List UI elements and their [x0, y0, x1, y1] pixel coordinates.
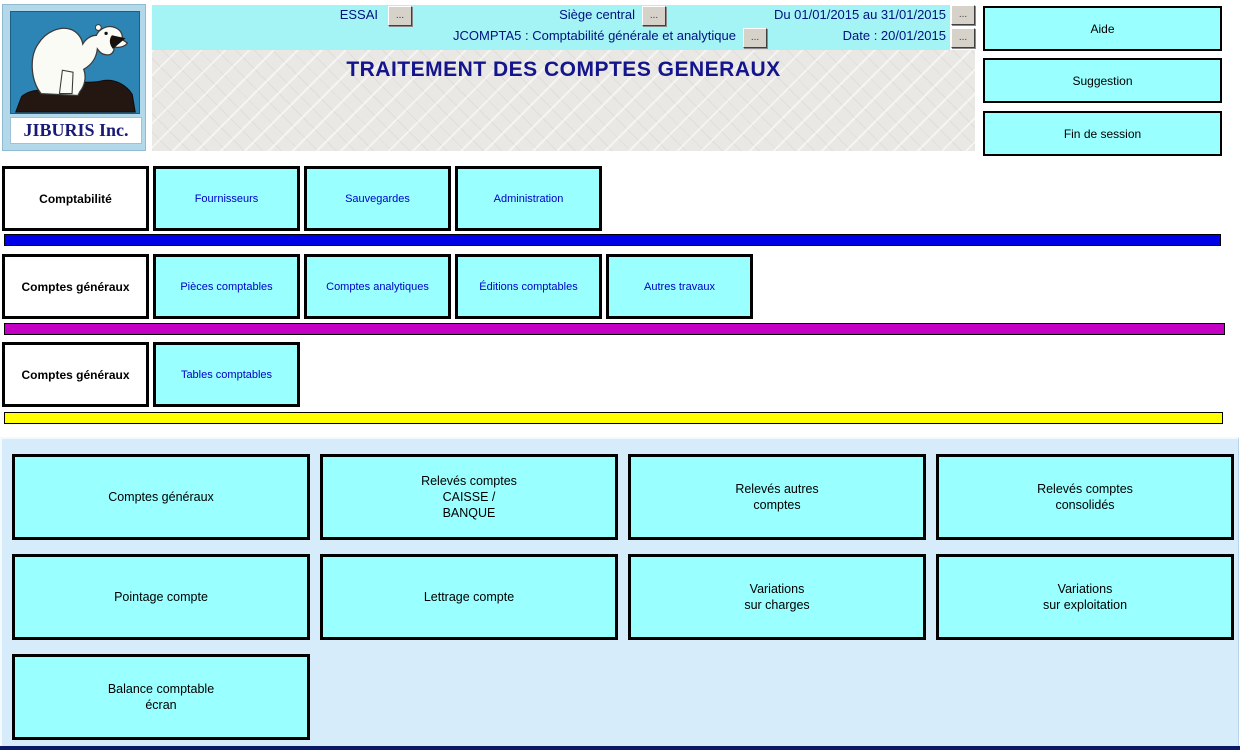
level1-separator-bar	[4, 234, 1221, 246]
site-label: Siège central	[559, 7, 635, 22]
level2-separator-bar	[4, 323, 1225, 335]
page-title: TRAITEMENT DES COMPTES GENERAUX	[346, 58, 781, 81]
tab-l2-autres-travaux[interactable]: Autres travaux	[606, 254, 753, 319]
tab-l2-comptes-analytiques[interactable]: Comptes analytiques	[304, 254, 451, 319]
tab-l1-comptabilite[interactable]: Comptabilité	[2, 166, 149, 231]
tab-l1-sauvegardes[interactable]: Sauvegardes	[304, 166, 451, 231]
date-label: Date : 20/01/2015	[842, 28, 946, 43]
company-name: JIBURIS Inc.	[10, 117, 142, 144]
menu-level2: Comptes généraux Pièces comptables Compt…	[2, 254, 757, 319]
button-releves-autres-comptes[interactable]: Relevés autres comptes	[628, 454, 926, 540]
environment-label: ESSAI	[339, 7, 378, 22]
tab-l1-fournisseurs[interactable]: Fournisseurs	[153, 166, 300, 231]
company-logo: JIBURIS Inc.	[2, 4, 146, 151]
tab-l2-comptes-generaux[interactable]: Comptes généraux	[2, 254, 149, 319]
session-header-bar	[152, 5, 950, 50]
application-browse-button[interactable]: ...	[743, 28, 767, 48]
button-comptes-generaux[interactable]: Comptes généraux	[12, 454, 310, 540]
button-variations-sur-charges[interactable]: Variations sur charges	[628, 554, 926, 640]
tab-l2-pieces-comptables[interactable]: Pièces comptables	[153, 254, 300, 319]
button-lettrage-compte[interactable]: Lettrage compte	[320, 554, 618, 640]
tab-l3-comptes-generaux[interactable]: Comptes généraux	[2, 342, 149, 407]
button-variations-sur-exploitation[interactable]: Variations sur exploitation	[936, 554, 1234, 640]
button-pointage-compte[interactable]: Pointage compte	[12, 554, 310, 640]
button-releves-comptes-consolides[interactable]: Relevés comptes consolidés	[936, 454, 1234, 540]
suggestion-button[interactable]: Suggestion	[983, 58, 1222, 103]
environment-browse-button[interactable]: ...	[388, 6, 412, 26]
period-label: Du 01/01/2015 au 31/01/2015	[773, 7, 946, 22]
period-browse-button[interactable]: ...	[951, 5, 975, 25]
bottom-border-line	[0, 746, 1240, 750]
banner-texture: TRAITEMENT DES COMPTES GENERAUX	[152, 50, 975, 151]
tab-l3-tables-comptables[interactable]: Tables comptables	[153, 342, 300, 407]
polar-bear-logo-icon	[10, 11, 140, 114]
level3-separator-bar	[4, 412, 1223, 424]
date-browse-button[interactable]: ...	[951, 28, 975, 48]
button-releves-caisse-banque[interactable]: Relevés comptes CAISSE / BANQUE	[320, 454, 618, 540]
button-balance-comptable-ecran[interactable]: Balance comptable écran	[12, 654, 310, 740]
tab-l1-administration[interactable]: Administration	[455, 166, 602, 231]
site-browse-button[interactable]: ...	[642, 6, 666, 26]
end-session-button[interactable]: Fin de session	[983, 111, 1222, 156]
menu-level3: Comptes généraux Tables comptables	[2, 342, 304, 407]
help-button[interactable]: Aide	[983, 6, 1222, 51]
tab-l2-editions-comptables[interactable]: Éditions comptables	[455, 254, 602, 319]
application-label: JCOMPTA5 : Comptabilité générale et anal…	[452, 28, 736, 43]
menu-level1: Comptabilité Fournisseurs Sauvegardes Ad…	[2, 166, 606, 231]
